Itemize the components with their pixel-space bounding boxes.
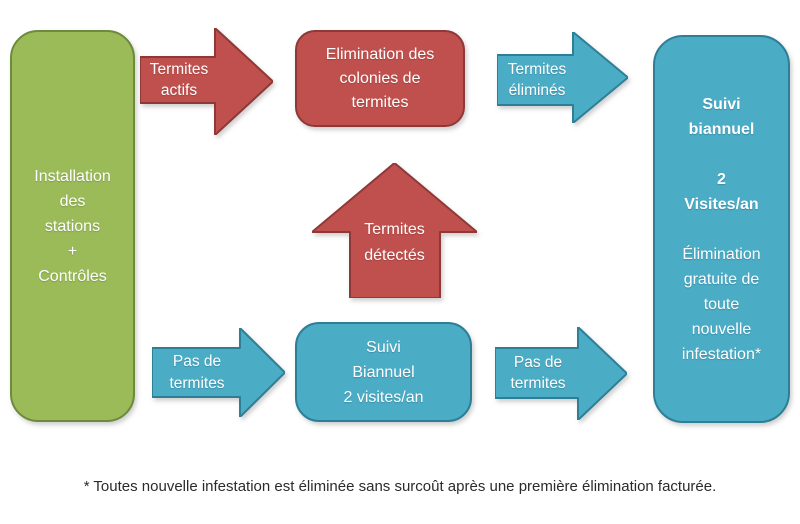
arrow-right-icon [140, 28, 273, 135]
pas-de-termites-right-label: Pas de termites [510, 353, 566, 392]
suivi-final-node: Suivi biannuel 2 Visites/an Élimination … [653, 35, 790, 423]
elimination-node: Elimination des colonies de termites [295, 30, 465, 127]
pas-de-termites-left-arrow: Pas de termites [152, 328, 285, 417]
elimination-node-label: Elimination des colonies de termites [325, 45, 435, 111]
termites-elimines-arrow: Termites éliminés [497, 32, 628, 123]
arrow-right-icon [495, 327, 627, 420]
suivi-final-detail-text: Élimination gratuite de toute nouvelle i… [681, 245, 762, 363]
arrow-right-icon [497, 32, 628, 123]
termites-detectes-label: Termites détectés [364, 221, 425, 264]
termites-actifs-label: Termites actifs [149, 60, 209, 99]
suivi-final-bold-text: Suivi biannuel 2 Visites/an [684, 95, 759, 213]
installation-node: Installation des stations + Contrôles [10, 30, 135, 422]
pas-de-termites-left-label: Pas de termites [169, 353, 225, 392]
installation-node-label: Installation des stations + Contrôles [34, 167, 111, 285]
termites-detectes-arrow: Termites détectés [312, 163, 477, 298]
arrow-right-icon [152, 328, 285, 417]
termites-elimines-label: Termites éliminés [507, 60, 567, 99]
termites-actifs-arrow: Termites actifs [140, 28, 273, 135]
arrow-up-icon [312, 163, 477, 298]
suivi-biannuel-node-label: Suivi Biannuel 2 visites/an [343, 338, 424, 406]
footnote: * Toutes nouvelle infestation est élimin… [83, 478, 717, 495]
pas-de-termites-right-arrow: Pas de termites [495, 327, 627, 420]
suivi-biannuel-node: Suivi Biannuel 2 visites/an [295, 322, 472, 422]
